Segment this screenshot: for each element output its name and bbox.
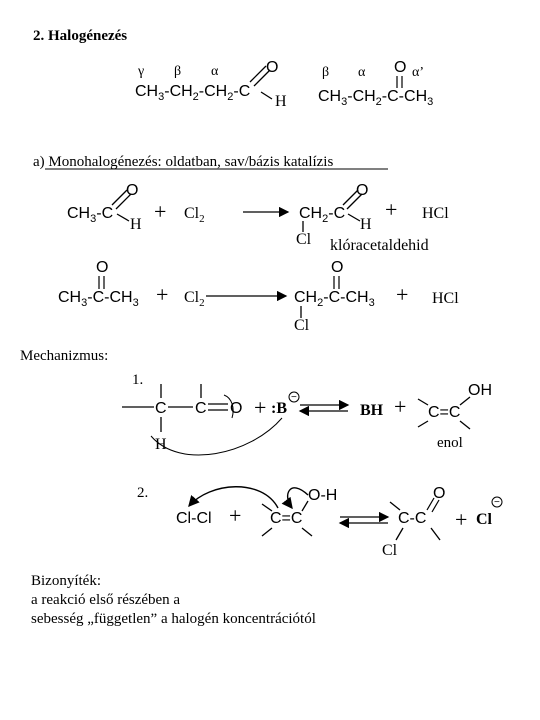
electron-arrow [188, 486, 279, 509]
plus-sign: + [396, 282, 408, 307]
carbon-1: C [155, 400, 167, 417]
double-bond-line [346, 193, 363, 210]
reactant-oxygen: O [96, 259, 108, 276]
bond-line [261, 503, 273, 512]
product-chlorine: Cl [294, 317, 310, 334]
product-hydrogen: H [360, 216, 372, 233]
reaction-1: CH3-C O H + Cl2 CH2-C O H Cl + HCl klóra… [67, 182, 449, 254]
enol: C=C [270, 510, 302, 527]
product-bh: BH [360, 402, 384, 419]
header-aldehyde: γ β α CH3-CH2-CH2-C O H [135, 59, 287, 110]
bond-line [417, 398, 429, 406]
mechanism-label: Mechanizmus: [20, 348, 108, 364]
hydroxyl: O-H [308, 487, 337, 504]
reaction-2: O CH3-C-CH3 + Cl2 O CH2-C-CH3 Cl + HCl [58, 259, 459, 334]
product-name: klóracetaldehid [330, 237, 429, 254]
plus-sign: + [254, 395, 266, 420]
electron-arrow [223, 394, 234, 419]
plus-sign: + [394, 394, 406, 419]
product-chlorine: Cl [382, 542, 398, 559]
product-oxygen: O [433, 485, 445, 502]
bond-line [301, 527, 313, 537]
product-oxygen: O [331, 259, 343, 276]
plus-sign: + [385, 197, 397, 222]
bond-line [459, 420, 471, 430]
mechanism-step-2: 2. Cl-Cl + C=C O-H C-C Cl O + Cl − [137, 485, 503, 559]
greek-gamma: γ [137, 64, 144, 79]
header-ketone: β α α’ O CH3-CH2-C-CH3 [318, 59, 433, 108]
single-bond-line [260, 91, 273, 100]
electron-arrow [150, 417, 283, 456]
bond-line [301, 500, 309, 512]
plus-sign: + [455, 507, 467, 532]
aldehyde-formula: CH3-CH2-CH2-C [135, 83, 250, 103]
base: :B [271, 400, 287, 417]
reactant-oxygen: O [126, 182, 138, 199]
bond-line [417, 420, 429, 428]
charge-sign: − [494, 497, 500, 508]
chloride-ion: Cl [476, 511, 493, 528]
plus-sign: + [154, 199, 166, 224]
double-bond-line [111, 189, 128, 206]
reactant: CH3-C-CH3 [58, 289, 139, 309]
double-bond-line [249, 65, 267, 83]
aldehyde-oxygen: O [266, 59, 278, 76]
double-bond-line [342, 189, 359, 206]
greek-beta: β [322, 65, 329, 80]
enol-label: enol [437, 435, 463, 451]
product-oxygen: O [356, 182, 368, 199]
single-bond-line [116, 213, 130, 222]
bond-line [395, 527, 404, 541]
plus-sign: + [229, 503, 241, 528]
reagent: Cl2 [184, 205, 205, 225]
electron-arrow [281, 487, 309, 510]
subsection-title: a) Monohalogénezés: oldatban, sav/bázis … [33, 154, 333, 170]
aldehyde-hydrogen: H [275, 93, 287, 110]
charge-sign: − [291, 392, 297, 403]
double-bond-line [253, 69, 271, 87]
greek-alpha: α [211, 64, 219, 79]
double-bond-line [115, 193, 132, 210]
charge-circle [491, 496, 503, 508]
reagent: Cl2 [184, 289, 205, 309]
enol: C=C [428, 404, 460, 421]
byproduct: HCl [422, 205, 449, 222]
ketone-oxygen: O [394, 59, 406, 76]
charge-circle [288, 391, 300, 403]
section-title: 2. Halogénezés [33, 28, 127, 44]
byproduct: HCl [432, 290, 459, 307]
chlorine-molecule: Cl-Cl [176, 510, 212, 527]
bond-line [459, 396, 471, 406]
evidence-line-1: a reakció első részében a [31, 592, 180, 608]
evidence-line-2: sebesség „független” a halogén koncentrá… [31, 611, 316, 627]
bond-line [430, 527, 441, 541]
product: CH2-C [299, 205, 345, 225]
single-bond-line [347, 213, 361, 222]
hydroxyl: OH [468, 382, 492, 399]
carbon-2: C [195, 400, 207, 417]
bond-line [389, 501, 401, 511]
product-chlorine: Cl [296, 231, 312, 248]
plus-sign: + [156, 282, 168, 307]
bond-line [261, 527, 273, 537]
reactant-hydrogen: H [130, 216, 142, 233]
ketone-formula: CH3-CH2-C-CH3 [318, 88, 433, 108]
double-bond-line [431, 499, 440, 513]
evidence-title: Bizonyíték: [31, 573, 101, 589]
double-bond-line [426, 497, 435, 511]
greek-alpha: α [358, 65, 366, 80]
step-number: 2. [137, 485, 148, 501]
greek-beta: β [174, 64, 181, 79]
step-number: 1. [132, 372, 143, 388]
reactant: CH3-C [67, 205, 113, 225]
product: C-C [398, 510, 426, 527]
mechanism-step-1: 1. C H C O + :B − BH + C=C OH enol [122, 372, 492, 456]
evidence-block: Bizonyíték: a reakció első részében a se… [31, 573, 316, 627]
greek-alpha-prime: α’ [412, 65, 424, 80]
product: CH2-C-CH3 [294, 289, 375, 309]
